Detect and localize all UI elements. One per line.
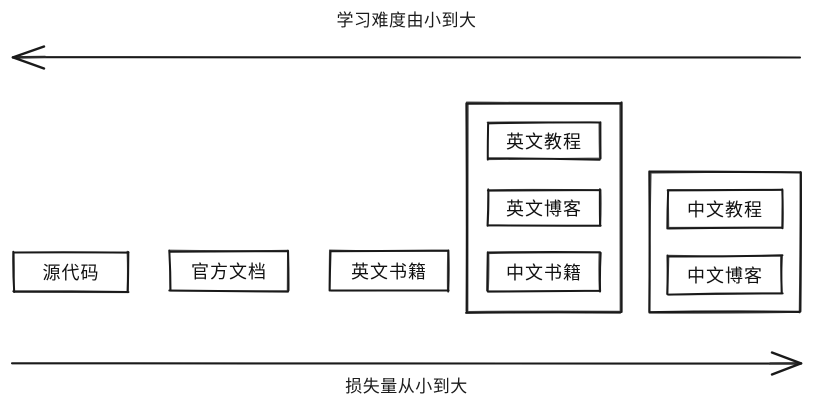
node-chinese-tutorials[interactable]: 中文教程	[666, 188, 784, 230]
node-english-blogs[interactable]: 英文博客	[486, 188, 602, 227]
group-english-media[interactable]: 英文教程 英文博客 中文书籍	[465, 101, 623, 314]
top-axis-arrow	[11, 45, 802, 70]
node-source-code[interactable]: 源代码	[12, 250, 130, 294]
node-english-tutorials[interactable]: 英文教程	[486, 121, 602, 161]
node-chinese-blogs[interactable]: 中文博客	[666, 254, 784, 296]
node-chinese-books[interactable]: 中文书籍	[486, 250, 602, 293]
node-label: 英文博客	[506, 199, 582, 220]
node-label: 中文书籍	[506, 263, 582, 284]
node-official-docs[interactable]: 官方文档	[168, 249, 290, 293]
node-label: 中文教程	[687, 200, 763, 221]
node-english-books[interactable]: 英文书籍	[328, 249, 450, 293]
bottom-axis-label: 损失量从小到大	[345, 377, 468, 397]
top-axis-label: 学习难度由小到大	[336, 11, 477, 31]
node-label: 中文博客	[687, 266, 763, 287]
node-label: 英文教程	[506, 132, 582, 153]
node-label: 英文书籍	[351, 262, 427, 283]
node-label: 源代码	[42, 263, 100, 284]
group-chinese-media[interactable]: 中文教程 中文博客	[648, 170, 802, 314]
node-label: 官方文档	[191, 262, 267, 283]
